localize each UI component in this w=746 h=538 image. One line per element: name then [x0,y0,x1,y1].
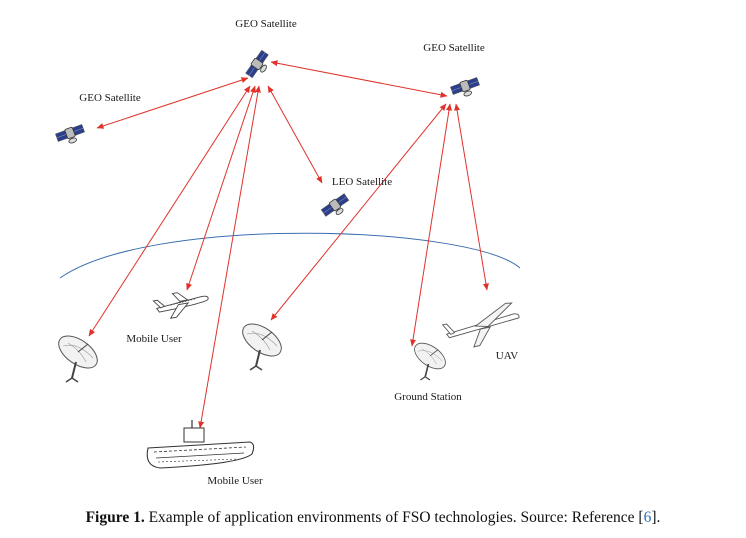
dish-antenna-mid-icon [236,316,288,371]
caption-prefix: Figure 1. [85,509,145,526]
fso-links [88,60,489,429]
geo-satellite-right-icon [449,76,483,101]
ground-station-icon [409,337,451,381]
label-geo-satellite-top: GEO Satellite [235,18,297,30]
label-geo-satellite-left: GEO Satellite [79,92,141,104]
leo-satellite-icon [320,192,353,222]
link-geo-top-dish-left [88,85,251,337]
link-geo-top-ship [198,85,261,429]
link-geo-top-leo [267,85,323,184]
ship-icon [146,420,255,469]
link-geo-top-plane [186,85,256,291]
link-geo-top-geo-right [270,60,448,98]
figure-caption: Figure 1. Example of application environ… [0,509,746,527]
uav-icon [441,302,520,348]
caption-reference-link[interactable]: 6 [643,509,652,526]
horizon-arc [59,232,521,279]
geo-satellite-left-icon [54,123,88,148]
caption-suffix: ]. [651,509,661,526]
label-mobile-user-plane: Mobile User [126,333,182,345]
link-geo-right-uav [454,103,489,291]
label-leo-satellite: LEO Satellite [332,176,392,188]
geo-satellite-top-icon [244,49,274,82]
label-mobile-user-ship: Mobile User [207,475,263,487]
link-geo-right-ground-station [410,103,452,347]
label-geo-satellite-right: GEO Satellite [423,42,485,54]
label-uav: UAV [496,350,518,362]
dish-antenna-left-icon [52,328,104,383]
airplane-icon [152,292,209,319]
link-geo-right-dish-mid [270,103,447,321]
label-ground-station: Ground Station [394,391,462,403]
caption-text: Example of application environments of F… [144,509,644,526]
